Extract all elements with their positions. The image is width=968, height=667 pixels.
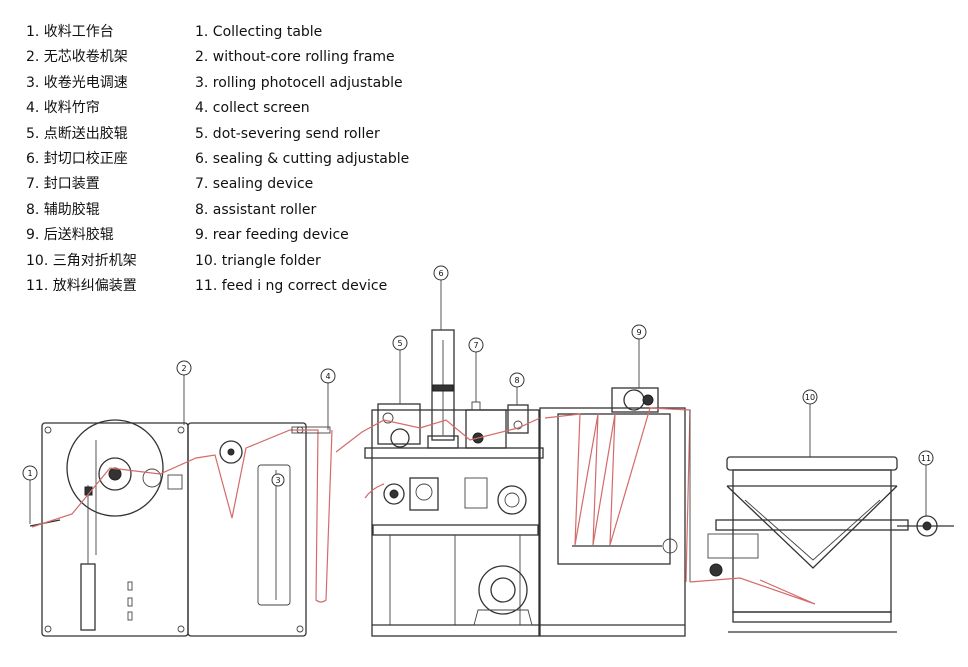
rear-feeding-unit (539, 387, 691, 637)
legend-item-en-2: 2. without-core rolling frame (195, 49, 395, 66)
svg-text:9: 9 (636, 328, 641, 337)
legend-item-en-11: 11. feed i ng correct device (195, 277, 388, 294)
legend-item-cn-2: 2. 无芯收卷机架 (26, 49, 128, 66)
callout-4: 4 (320, 368, 336, 430)
legend-item-en-7: 7. sealing device (195, 176, 314, 193)
callout-10: 10 (802, 389, 818, 457)
callout-6: 6 (433, 265, 449, 330)
svg-text:3: 3 (275, 476, 280, 485)
triangle-folder-unit (689, 456, 954, 633)
svg-text:2: 2 (181, 364, 186, 373)
legend-item-cn-1: 1. 收料工作台 (26, 24, 114, 40)
svg-text:6: 6 (438, 269, 443, 278)
svg-text:5: 5 (397, 339, 402, 348)
legend-item-en-8: 8. assistant roller (195, 201, 317, 218)
callout-11: 11 (918, 450, 934, 516)
legend-item-en-1: 1. Collecting table (195, 24, 323, 40)
svg-text:8: 8 (514, 376, 519, 385)
legend-item-cn-5: 5. 点断送出胶辊 (26, 125, 128, 142)
legend-item-en-10: 10. triangle folder (195, 252, 321, 269)
legend-item-cn-4: 4. 收料竹帘 (26, 100, 100, 117)
callout-9: 9 (631, 324, 647, 388)
legend-item-en-5: 5. dot-severing send roller (195, 125, 380, 142)
callout-8: 8 (509, 372, 525, 405)
legend-item-en-3: 3. rolling photocell adjustable (195, 74, 403, 91)
legend-item-cn-3: 3. 收卷光电调速 (26, 74, 128, 91)
rolling-frame-unit (29, 419, 333, 637)
legend-item-en-6: 6. sealing & cutting adjustable (195, 150, 410, 167)
callout-5: 5 (392, 335, 408, 404)
svg-text:10: 10 (805, 393, 815, 402)
legend-item-cn-6: 6. 封切口校正座 (26, 150, 128, 167)
svg-text:11: 11 (921, 454, 931, 463)
legend-item-cn-10: 10. 三角对折机架 (26, 252, 137, 269)
legend-english: 1. Collecting table 2. without-core roll… (195, 22, 409, 301)
svg-text:7: 7 (473, 341, 478, 350)
callout-3: 3 (271, 473, 285, 487)
legend-item-cn-8: 8. 辅助胶辊 (26, 201, 100, 218)
legend-item-cn-9: 9. 后送料胶辊 (26, 227, 114, 244)
legend-item-cn-11: 11. 放料纠偏装置 (26, 277, 137, 294)
legend-item-en-9: 9. rear feeding device (195, 227, 349, 244)
legend-item-cn-7: 7. 封口装置 (26, 176, 100, 193)
svg-text:1: 1 (27, 469, 32, 478)
legend-chinese: 1. 收料工作台 2. 无芯收卷机架 3. 收卷光电调速 4. 收料竹帘 5. … (26, 22, 137, 301)
callout-2: 2 (176, 360, 192, 425)
legend-item-en-4: 4. collect screen (195, 100, 310, 117)
sealing-cutting-unit (335, 329, 544, 637)
svg-text:4: 4 (325, 372, 330, 381)
callout-1: 1 (22, 465, 38, 524)
callout-7: 7 (468, 337, 484, 402)
